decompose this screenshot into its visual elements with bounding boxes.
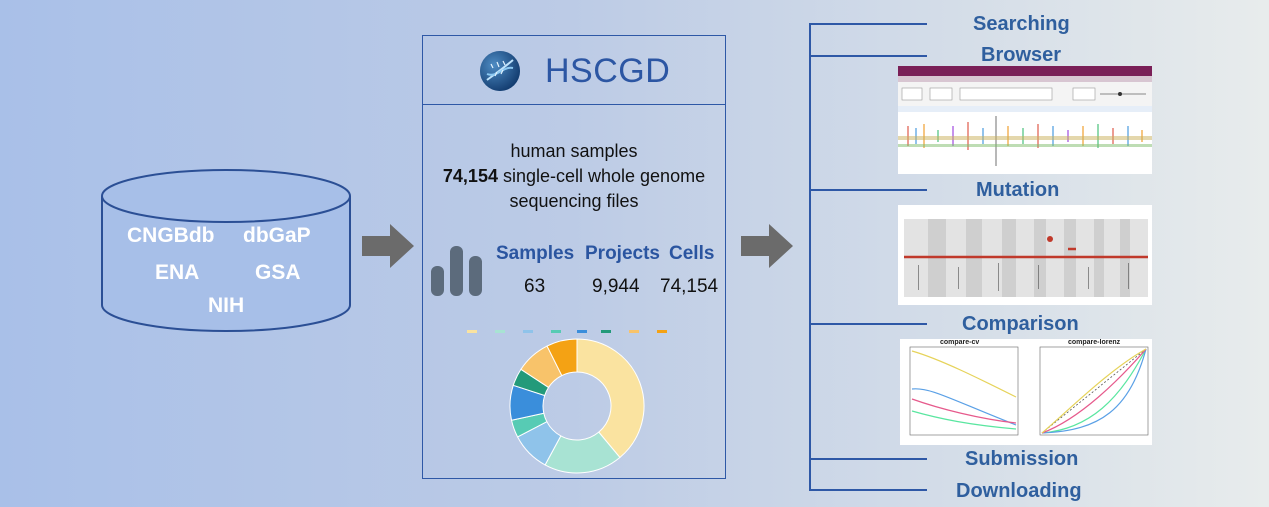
comparison-right-title: compare-lorenz [1068, 339, 1121, 346]
tree-branch-mutation [809, 189, 927, 191]
database-icon [101, 169, 351, 332]
sample-donut-chart [509, 338, 645, 474]
desc-line-1: human samples [510, 141, 638, 161]
copy-number-plot [898, 205, 1152, 305]
feature-submission: Submission [965, 448, 1079, 470]
comparison-plots [909, 346, 1149, 436]
arrow-right-icon [362, 224, 414, 268]
data-source-cylinder: CNGBdb dbGaP ENA GSA NIH [100, 168, 352, 333]
tree-branch-searching [809, 23, 927, 25]
mutation-thumbnail [898, 205, 1152, 305]
tree-branch-submission [809, 458, 927, 460]
source-cngbdb: CNGBdb [127, 224, 215, 247]
source-nih: NIH [208, 294, 245, 317]
feature-mutation: Mutation [976, 179, 1060, 201]
donut-slice-0 [576, 338, 645, 459]
bar-chart-icon [431, 246, 482, 296]
comparison-thumbnail: compare-cv compare-lorenz [900, 339, 1152, 445]
donut-slice-7 [546, 338, 578, 377]
feature-tree-trunk [809, 23, 811, 490]
source-gsa: GSA [255, 261, 301, 284]
stat-header-projects: Projects [585, 243, 660, 264]
desc-count: 74,154 [442, 166, 498, 186]
feature-downloading: Downloading [956, 480, 1082, 502]
browser-thumbnail [898, 66, 1152, 174]
comparison-left-title: compare-cv [940, 339, 980, 346]
stat-value-samples: 63 [524, 276, 546, 297]
desc-line-2-rest: single-cell whole genome [497, 166, 706, 186]
genome-browser-screenshot [898, 66, 1152, 166]
tree-branch-comparison [809, 323, 927, 325]
dna-globe-icon [480, 51, 520, 91]
desc-line-3: sequencing files [509, 191, 639, 211]
donut-legend [467, 330, 667, 333]
arrow-right-icon-2 [741, 224, 793, 268]
stat-header-cells: Cells [669, 243, 715, 264]
source-dbgap: dbGaP [243, 224, 311, 247]
feature-searching: Searching [973, 13, 1070, 35]
feature-comparison: Comparison [962, 313, 1079, 335]
stat-header-samples: Samples [496, 243, 575, 264]
desc-line-2: 74,154 single-cell whole genome [423, 166, 725, 187]
hscgd-title: HSCGD [545, 52, 671, 90]
hscgd-panel: HSCGD human samples 74,154 single-cell w… [422, 35, 726, 479]
stat-value-projects: 9,944 [592, 276, 640, 297]
source-ena: ENA [155, 261, 200, 284]
stat-value-cells: 74,154 [660, 276, 719, 297]
tree-branch-browser [809, 55, 927, 57]
hscgd-header: HSCGD [423, 36, 725, 105]
tree-branch-downloading [809, 489, 927, 491]
feature-browser: Browser [981, 44, 1062, 66]
